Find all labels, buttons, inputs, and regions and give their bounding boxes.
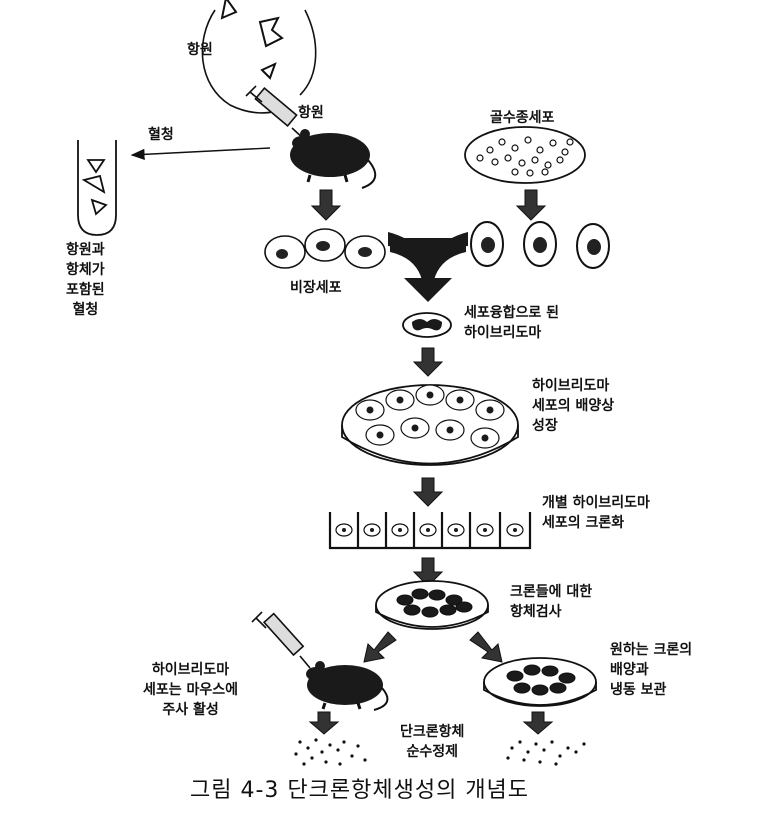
myeloma-label: 골수종세포	[490, 110, 555, 126]
serum-description: 항원과 항체가 포함된 혈청	[66, 242, 105, 318]
cloning-wells-icon	[328, 512, 532, 550]
antigen-label-top: 항원	[187, 42, 213, 58]
fusion-label: 세포융합으로 된 하이브리도마	[464, 305, 560, 341]
myeloma-dish-icon	[464, 126, 586, 184]
serum-arrow	[130, 147, 271, 160]
test-tube-icon	[77, 140, 117, 236]
culture-label: 하이브리도마 세포의 배양상 성장	[532, 378, 615, 434]
screening-dish-icon	[375, 580, 489, 630]
monoclonal-antibody-label: 단크론항체 순수정제	[400, 724, 465, 760]
frozen-storage-label: 원하는 크론의 배양과 냉동 보관	[610, 642, 693, 698]
screening-label: 크론들에 대한 항체검사	[510, 584, 593, 620]
mouse-bottom-icon	[306, 661, 389, 711]
cloning-label: 개별 하이브리도마 세포의 크론화	[542, 495, 650, 531]
antibody-dots-icon	[294, 738, 586, 766]
antigen-label-inject: 항원	[298, 105, 324, 121]
step-arrows	[308, 189, 554, 735]
myeloma-cells-icon	[470, 221, 610, 269]
culture-dish-icon	[341, 384, 519, 466]
storage-dish-icon	[483, 657, 597, 707]
figure-caption: 그림 4-3 단크론항체생성의 개념도	[190, 778, 530, 803]
hybridoma-cell-icon	[402, 312, 452, 338]
syringe-hybridoma-icon	[251, 611, 311, 669]
inject-mouse-label: 하이브리도마 세포는 마우스에 주사 활성	[143, 662, 239, 718]
mouse-icon	[290, 129, 377, 189]
serum-label: 혈청	[148, 127, 174, 143]
branch-arrows	[363, 631, 503, 663]
spleen-label: 비장세포	[290, 280, 342, 296]
fusion-merge-arrow	[388, 232, 468, 302]
spleen-cells-icon	[264, 228, 386, 269]
antigen-cycle	[201, 0, 317, 114]
